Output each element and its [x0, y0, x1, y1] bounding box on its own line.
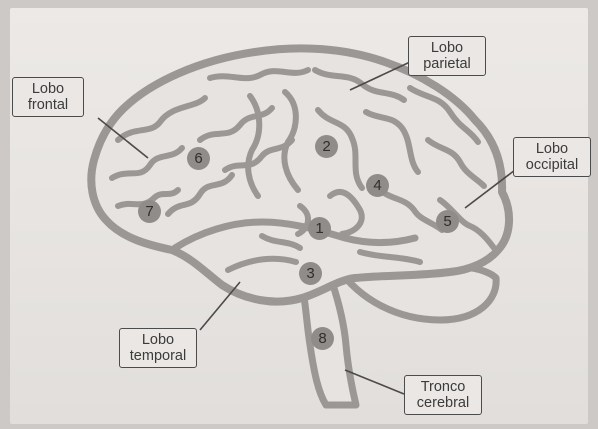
label-lobo-occipital-line1: Lobo: [518, 141, 586, 157]
label-lobo-occipital-line2: occipital: [518, 157, 586, 173]
label-tronco-cerebral: Tronco cerebral: [404, 375, 482, 415]
label-lobo-parietal-line1: Lobo: [413, 40, 481, 56]
label-lobo-temporal-line2: temporal: [124, 348, 192, 364]
label-lobo-occipital: Lobo occipital: [513, 137, 591, 177]
leader-temporal: [200, 282, 240, 330]
marker-1: 1: [308, 217, 331, 240]
label-tronco-cerebral-line2: cerebral: [409, 395, 477, 411]
cerebrum-outline: [91, 48, 509, 301]
marker-2: 2: [315, 135, 338, 158]
label-lobo-frontal-line1: Lobo: [17, 81, 79, 97]
label-tronco-cerebral-line1: Tronco: [409, 379, 477, 395]
label-lobo-parietal-line2: parietal: [413, 56, 481, 72]
label-lobo-temporal-line1: Lobo: [124, 332, 192, 348]
marker-8: 8: [311, 327, 334, 350]
marker-5: 5: [436, 210, 459, 233]
label-lobo-frontal-line2: frontal: [17, 97, 79, 113]
marker-7: 7: [138, 200, 161, 223]
label-lobo-parietal: Lobo parietal: [408, 36, 486, 76]
marker-4: 4: [366, 174, 389, 197]
marker-3: 3: [299, 262, 322, 285]
label-lobo-frontal: Lobo frontal: [12, 77, 84, 117]
label-lobo-temporal: Lobo temporal: [119, 328, 197, 368]
marker-6: 6: [187, 147, 210, 170]
